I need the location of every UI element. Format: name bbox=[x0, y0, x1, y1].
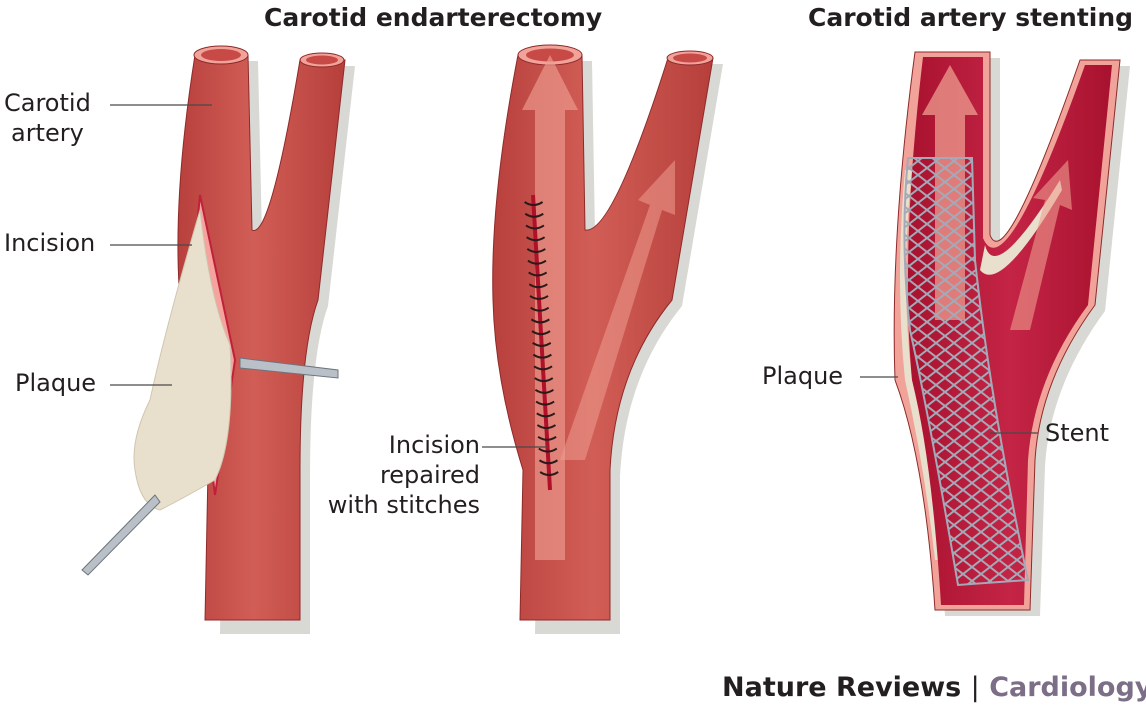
artery-repaired-illustration bbox=[492, 44, 723, 634]
label-incision-repaired: Incision repaired with stitches bbox=[327, 431, 480, 519]
stent-mesh bbox=[903, 157, 1030, 587]
journal-credit: Nature Reviews | Cardiology bbox=[722, 672, 1146, 703]
blood-flow-arrow-main bbox=[522, 55, 578, 560]
panel-title-endarterectomy: Carotid endarterectomy bbox=[264, 3, 603, 32]
credit-separator: | bbox=[970, 672, 980, 703]
stitch bbox=[526, 248, 546, 253]
artery-stent-illustration bbox=[893, 51, 1130, 616]
stitch bbox=[535, 400, 555, 406]
blood-flow-arrow-stent-branch bbox=[1010, 160, 1072, 330]
forceps-right-icon bbox=[239, 357, 339, 379]
carotid-artery-vessel bbox=[177, 54, 346, 621]
label-plaque-left: Plaque bbox=[15, 369, 97, 397]
stitch bbox=[534, 377, 554, 383]
stitch bbox=[538, 447, 558, 453]
stitch bbox=[524, 201, 544, 206]
stitch bbox=[534, 388, 554, 394]
forceps-left-icon bbox=[81, 494, 161, 576]
label-plaque-right: Plaque bbox=[762, 362, 844, 390]
stitch bbox=[538, 459, 559, 465]
stitch bbox=[528, 283, 548, 289]
stitch bbox=[528, 271, 548, 277]
stitch bbox=[536, 424, 556, 430]
label-stent: Stent bbox=[1045, 419, 1110, 447]
stitch bbox=[530, 318, 550, 324]
stitch bbox=[537, 435, 557, 441]
blood-flow-arrow-branch bbox=[560, 160, 675, 460]
stitched-incision bbox=[531, 194, 552, 491]
stitch bbox=[532, 353, 552, 359]
journal-name: Nature Reviews bbox=[722, 672, 962, 703]
leader-lines bbox=[110, 104, 1038, 448]
label-incision: Incision bbox=[4, 229, 96, 257]
stitch bbox=[526, 236, 546, 242]
stitch bbox=[532, 342, 552, 347]
stitch bbox=[531, 330, 551, 336]
stitch bbox=[530, 306, 550, 312]
carotid-artery-repaired-vessel bbox=[492, 54, 714, 621]
stitch bbox=[529, 295, 549, 300]
stitch bbox=[527, 259, 547, 265]
plaque-shape bbox=[133, 209, 232, 511]
stitch bbox=[533, 365, 553, 371]
label-carotid-artery: Carotid artery bbox=[4, 89, 91, 147]
stitch bbox=[525, 224, 545, 230]
journal-section: Cardiology bbox=[989, 672, 1146, 703]
stitches bbox=[524, 201, 559, 476]
artery-incision-illustration bbox=[81, 45, 355, 634]
panel-title-stenting: Carotid artery stenting bbox=[808, 3, 1134, 32]
stitch bbox=[536, 412, 556, 418]
stitch bbox=[539, 471, 559, 476]
stitch bbox=[524, 212, 544, 218]
